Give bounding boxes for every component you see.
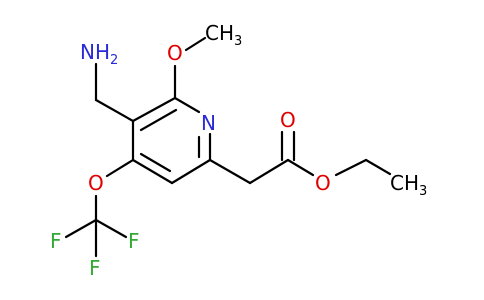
methoxy-oxygen-label: O <box>167 41 183 65</box>
fluorine-right-label: F <box>128 229 140 253</box>
bond-c3-c2-double <box>139 108 178 132</box>
bond-c5-c4 <box>131 158 174 185</box>
bond-c-oester <box>286 158 315 177</box>
bond-c-f-right <box>94 218 128 239</box>
bond-c5-c4-double <box>139 152 172 173</box>
bond-ch2-co <box>248 158 290 185</box>
bonds <box>64 36 392 258</box>
bond-ch2-ch3 <box>364 158 392 176</box>
fluorine-bottom-label: F <box>89 256 101 280</box>
fluorine-left-label: F <box>50 229 62 253</box>
bond-c4-o <box>105 158 135 178</box>
bond-c3-c2 <box>131 96 177 123</box>
bond-ch2-c3 <box>94 98 135 123</box>
bond-c-f-left <box>64 218 98 239</box>
bond-o-ch3 <box>184 36 207 52</box>
methyl-label: CH3 <box>205 21 242 49</box>
nh2-label: NH2 <box>80 40 118 68</box>
carbonyl-oxygen-label: O <box>280 108 296 132</box>
atom-labels: NH2 O CH3 N O O CH3 O F F F <box>50 21 427 280</box>
bond-oester-ch2 <box>334 158 368 177</box>
ethyl-methyl-label: CH3 <box>390 171 427 199</box>
ocf3-oxygen-label: O <box>88 171 104 195</box>
ester-oxygen-label: O <box>315 171 331 195</box>
bond-c6-c5 <box>170 158 212 185</box>
bond-c2-n <box>173 96 201 114</box>
ring-nitrogen-label: N <box>201 111 216 135</box>
bond-c6-ch2 <box>208 158 252 185</box>
